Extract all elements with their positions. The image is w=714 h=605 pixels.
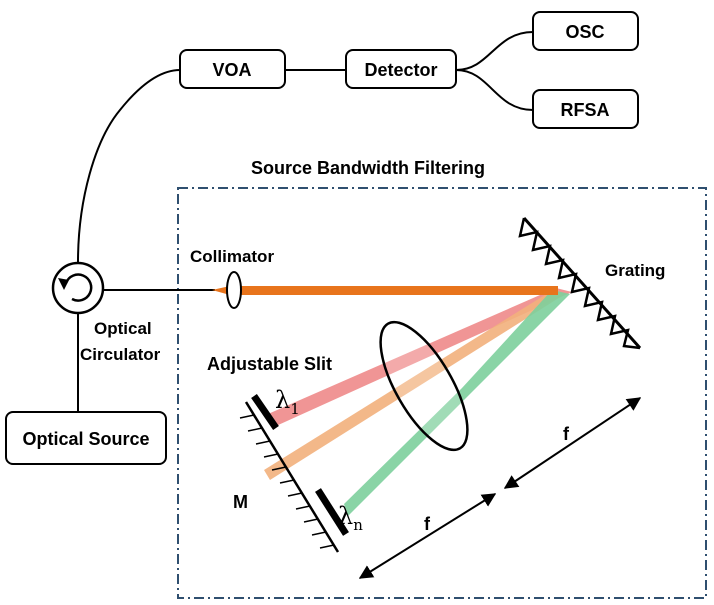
- fiber-detector-to-osc: [455, 31, 534, 71]
- grating: [518, 217, 642, 350]
- mirror-m: [239, 401, 340, 553]
- red-dispersed-beam: [268, 288, 572, 426]
- detector-box[interactable]: [345, 49, 457, 89]
- adjustable-slit-label: Adjustable Slit: [207, 354, 332, 374]
- focal-arrow-upper: [503, 397, 642, 489]
- circulator-label-line2: Circulator: [80, 345, 161, 364]
- fiber-circulator-to-voa: [77, 69, 181, 263]
- focal-arrow-lower: [358, 493, 497, 579]
- collimator-lens: [226, 271, 242, 309]
- focal-label-lower: f: [424, 514, 431, 534]
- grating-label: Grating: [605, 261, 665, 280]
- rfsa-label: RFSA: [561, 100, 610, 120]
- slit-blade-upper: [251, 394, 279, 430]
- fiber-detector-to-rfsa: [455, 69, 534, 111]
- osc-label: OSC: [565, 22, 604, 42]
- lambdan-label: λn: [338, 502, 363, 534]
- collimator-label: Collimator: [190, 247, 274, 266]
- optical-source-label: Optical Source: [22, 429, 149, 449]
- voa-box[interactable]: [179, 49, 286, 89]
- slit-blade-lower: [315, 488, 349, 536]
- circulator-label-line1: Optical: [94, 319, 152, 338]
- section-title: Source Bandwidth Filtering: [251, 158, 485, 178]
- green-dispersed-beam: [344, 290, 570, 516]
- lambda1-label: λ1: [275, 386, 300, 418]
- osc-box[interactable]: [532, 11, 639, 51]
- filter-section-frame: [177, 187, 707, 599]
- rfsa-box[interactable]: [532, 89, 639, 129]
- mirror-label: M: [233, 492, 248, 512]
- orange-dispersed-beam: [264, 288, 562, 480]
- optical-source-box[interactable]: [5, 411, 167, 465]
- circulator-icon: [51, 261, 105, 315]
- collimated-beam: [212, 286, 558, 295]
- focal-label-upper: f: [563, 424, 570, 444]
- voa-label: VOA: [212, 60, 251, 80]
- detector-label: Detector: [364, 60, 437, 80]
- focusing-lens: [379, 320, 469, 452]
